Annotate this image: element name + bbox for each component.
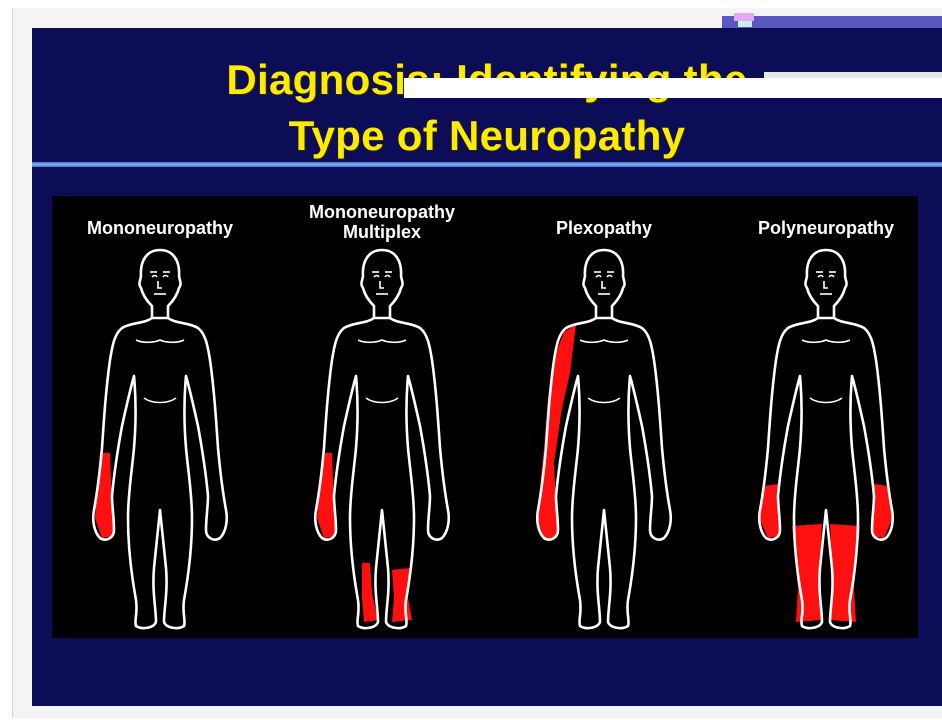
body-outline <box>315 250 449 628</box>
render-artifact <box>734 13 754 21</box>
body-detail-stroke <box>144 398 176 403</box>
body-detail-stroke <box>810 398 842 403</box>
body-outline-stroke <box>583 250 624 318</box>
render-artifact <box>764 72 942 78</box>
body-outline-stroke <box>139 250 180 318</box>
body-detail-stroke <box>163 276 168 278</box>
body-detail-stroke <box>152 276 157 278</box>
render-artifact <box>404 78 942 98</box>
body-detail-stroke <box>385 276 390 278</box>
figure-plexopathy: Plexopathy <box>496 196 712 638</box>
slide-title: Diagnosis: Identifying the Type of Neuro… <box>32 52 942 164</box>
body-outline-figure <box>70 248 250 633</box>
body-detail-stroke <box>366 398 398 403</box>
figure-mononeuropathy: Mononeuropathy <box>52 196 268 638</box>
body-detail-stroke <box>829 276 834 278</box>
render-artifact <box>738 21 752 27</box>
body-outline-stroke <box>805 250 846 318</box>
body-outline-stroke <box>315 318 449 628</box>
render-artifact <box>722 16 942 28</box>
figure-label: Mononeuropathy Multiplex <box>274 202 490 242</box>
body-detail-stroke <box>596 276 601 278</box>
body-detail-stroke <box>602 281 606 288</box>
body-detail-stroke <box>380 281 384 288</box>
body-detail-stroke <box>588 398 620 403</box>
affected-region <box>760 484 892 622</box>
figure-label: Plexopathy <box>496 218 712 238</box>
body-outline-figure <box>292 248 472 633</box>
title-divider <box>32 162 942 167</box>
figure-panel: Mononeuropathy Mononeuropathy Multiplex … <box>52 196 918 638</box>
body-outline-figure <box>514 248 694 633</box>
figure-label-line: Multiplex <box>343 222 421 242</box>
body-outline-stroke <box>759 318 893 628</box>
body-detail-stroke <box>136 340 184 342</box>
body-detail-stroke <box>358 340 406 342</box>
body-detail-stroke <box>374 276 379 278</box>
title-line-2: Type of Neuropathy <box>32 108 942 164</box>
figure-label: Mononeuropathy <box>52 218 268 238</box>
body-outline-figure <box>736 248 916 633</box>
figure-polyneuropathy: Polyneuropathy <box>718 196 934 638</box>
figure-label-line: Polyneuropathy <box>758 218 894 238</box>
body-detail-stroke <box>580 340 628 342</box>
figure-mononeuropathy-multiplex: Mononeuropathy Multiplex <box>274 196 490 638</box>
figure-label-line: Plexopathy <box>556 218 652 238</box>
body-outline-stroke <box>93 318 227 628</box>
figure-label-line: Mononeuropathy <box>309 202 455 222</box>
body-detail-stroke <box>158 281 162 288</box>
body-detail-stroke <box>818 276 823 278</box>
body-detail-stroke <box>802 340 850 342</box>
body-outline-stroke <box>361 250 402 318</box>
body-detail-stroke <box>607 276 612 278</box>
body-outline <box>759 250 893 628</box>
body-outline <box>93 250 227 628</box>
figure-label: Polyneuropathy <box>718 218 934 238</box>
body-detail-stroke <box>824 281 828 288</box>
figure-label-line: Mononeuropathy <box>87 218 233 238</box>
